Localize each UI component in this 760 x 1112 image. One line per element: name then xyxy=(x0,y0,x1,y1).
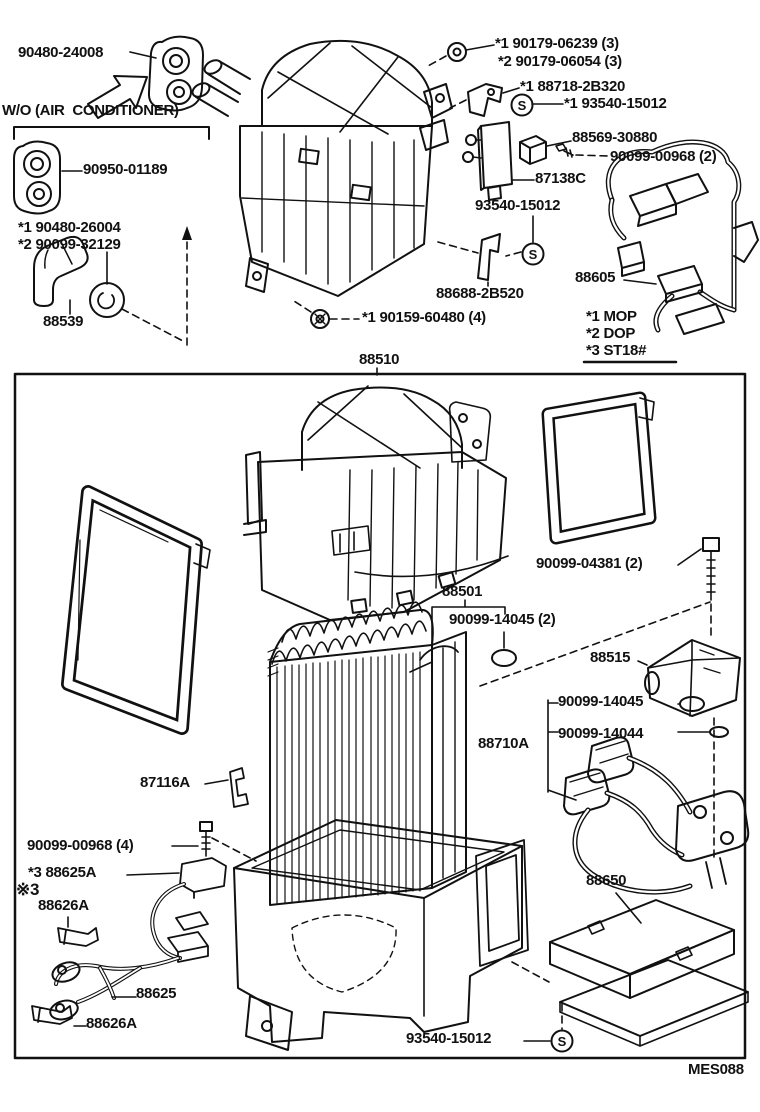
label-screw-tapping-b: 93540-15012 xyxy=(475,197,561,214)
label-note-1: *1 MOP xyxy=(586,308,637,325)
footer-code: MES088 xyxy=(688,1061,744,1078)
cooling-unit-upper-case xyxy=(243,385,509,621)
label-thermistor-opt: *3 88625A xyxy=(28,864,97,881)
dashed-lines-box xyxy=(211,601,715,1030)
expansion-valve xyxy=(644,639,741,717)
dashed-arrowhead xyxy=(182,226,192,240)
heater-unit-assembly xyxy=(191,39,453,297)
thermistor-wire-assy xyxy=(49,911,209,1021)
label-clamp: 87116A xyxy=(140,774,190,791)
label-grommet-top: 90480-24008 xyxy=(18,44,104,61)
nut-part xyxy=(447,42,467,62)
direction-arrow xyxy=(87,75,148,119)
label-clip-a: 88626A xyxy=(38,897,89,914)
label-hose-opt1: *1 90480-26004 xyxy=(18,219,121,236)
plate-clip-part xyxy=(477,233,501,281)
dashed-lines-top xyxy=(121,55,609,346)
evaporator-core xyxy=(267,601,467,906)
grommet-with-ac xyxy=(147,35,204,112)
bracket-part xyxy=(467,83,503,117)
screw-symbol-c: S xyxy=(550,1029,574,1053)
seal-frame-right xyxy=(541,391,657,545)
drain-hose xyxy=(33,235,89,307)
label-screw-tapping-a: *1 93540-15012 xyxy=(564,95,667,112)
label-screw-opt4: *1 90159-60480 (4) xyxy=(362,309,486,326)
seal-frame-left xyxy=(61,485,211,735)
packing-cube-part xyxy=(519,135,547,165)
label-note-3: *3 ST18# xyxy=(586,342,647,359)
label-screw-washer-2: 90099-00968 (2) xyxy=(610,148,717,165)
label-packing: 88569-30880 xyxy=(572,129,658,146)
wiring-harness xyxy=(605,139,759,335)
label-valve: 88515 xyxy=(590,649,631,666)
label-oring-2: 90099-14045 (2) xyxy=(449,611,556,628)
label-thermistor-wire: 88625 xyxy=(136,985,177,1002)
label-bolt-2: 90099-04381 (2) xyxy=(536,555,643,572)
label-oring-liquid: 90099-14044 xyxy=(558,725,644,742)
grommet-wo-ac xyxy=(13,140,61,215)
screw-with-washer-part xyxy=(199,821,213,857)
label-plate: 88688-2B520 xyxy=(436,285,524,302)
label-wo-air-conditioner: W/O (AIR CONDITIONER) xyxy=(2,102,179,119)
label-hose-opt2: *2 90099-32129 xyxy=(18,236,121,253)
bolt-part xyxy=(702,537,720,601)
label-note-2: *2 DOP xyxy=(586,325,636,342)
label-amplifier: 88650 xyxy=(586,872,627,889)
screw-symbol-letter: S xyxy=(529,247,538,262)
label-oring-suction: 90099-14045 xyxy=(558,693,644,710)
label-screw-opt2: *2 90179-06054 (3) xyxy=(498,53,622,70)
leader-lines-box xyxy=(67,548,710,1042)
thermistor-part xyxy=(150,857,227,960)
label-ref-mark-3: ※3 xyxy=(16,880,40,899)
label-screw-opt1: *1 90179-06239 (3) xyxy=(495,35,619,52)
label-grommet-wo-ac: 90950-01189 xyxy=(83,161,168,178)
resistor-part xyxy=(462,121,513,201)
label-harness: 88605 xyxy=(575,269,616,286)
clamp-part xyxy=(229,767,249,808)
label-bracket-opt: *1 88718-2B320 xyxy=(520,78,626,95)
label-resistor: 87138C xyxy=(535,170,586,187)
amplifier-box xyxy=(549,899,749,1047)
label-unit-assy: 88510 xyxy=(359,351,400,368)
screw-symbol-b: S xyxy=(521,242,545,266)
clip-part-b xyxy=(31,1005,73,1025)
label-tube-assy: 88710A xyxy=(478,735,529,752)
leader-lines-top xyxy=(61,44,657,376)
label-screw-washer-4: 90099-00968 (4) xyxy=(27,837,134,854)
wo-ac-bracket xyxy=(13,126,210,140)
label-screw-tapping-c: 93540-15012 xyxy=(406,1030,492,1047)
screw-symbol-letter: S xyxy=(558,1034,567,1049)
screw-head-part xyxy=(310,309,330,329)
label-clip-b: 88626A xyxy=(86,1015,137,1032)
small-screw-part xyxy=(555,143,574,158)
label-evaporator: 88501 xyxy=(442,583,483,600)
detail-box-border xyxy=(13,372,747,1060)
screw-symbol-a: S xyxy=(510,93,534,117)
tube-and-accessory xyxy=(563,736,750,895)
grommet-plug xyxy=(89,282,125,318)
clip-part-a xyxy=(57,927,99,947)
label-hose: 88539 xyxy=(43,313,84,330)
screw-symbol-letter: S xyxy=(518,98,527,113)
cooling-unit-lower-case xyxy=(233,819,529,1051)
